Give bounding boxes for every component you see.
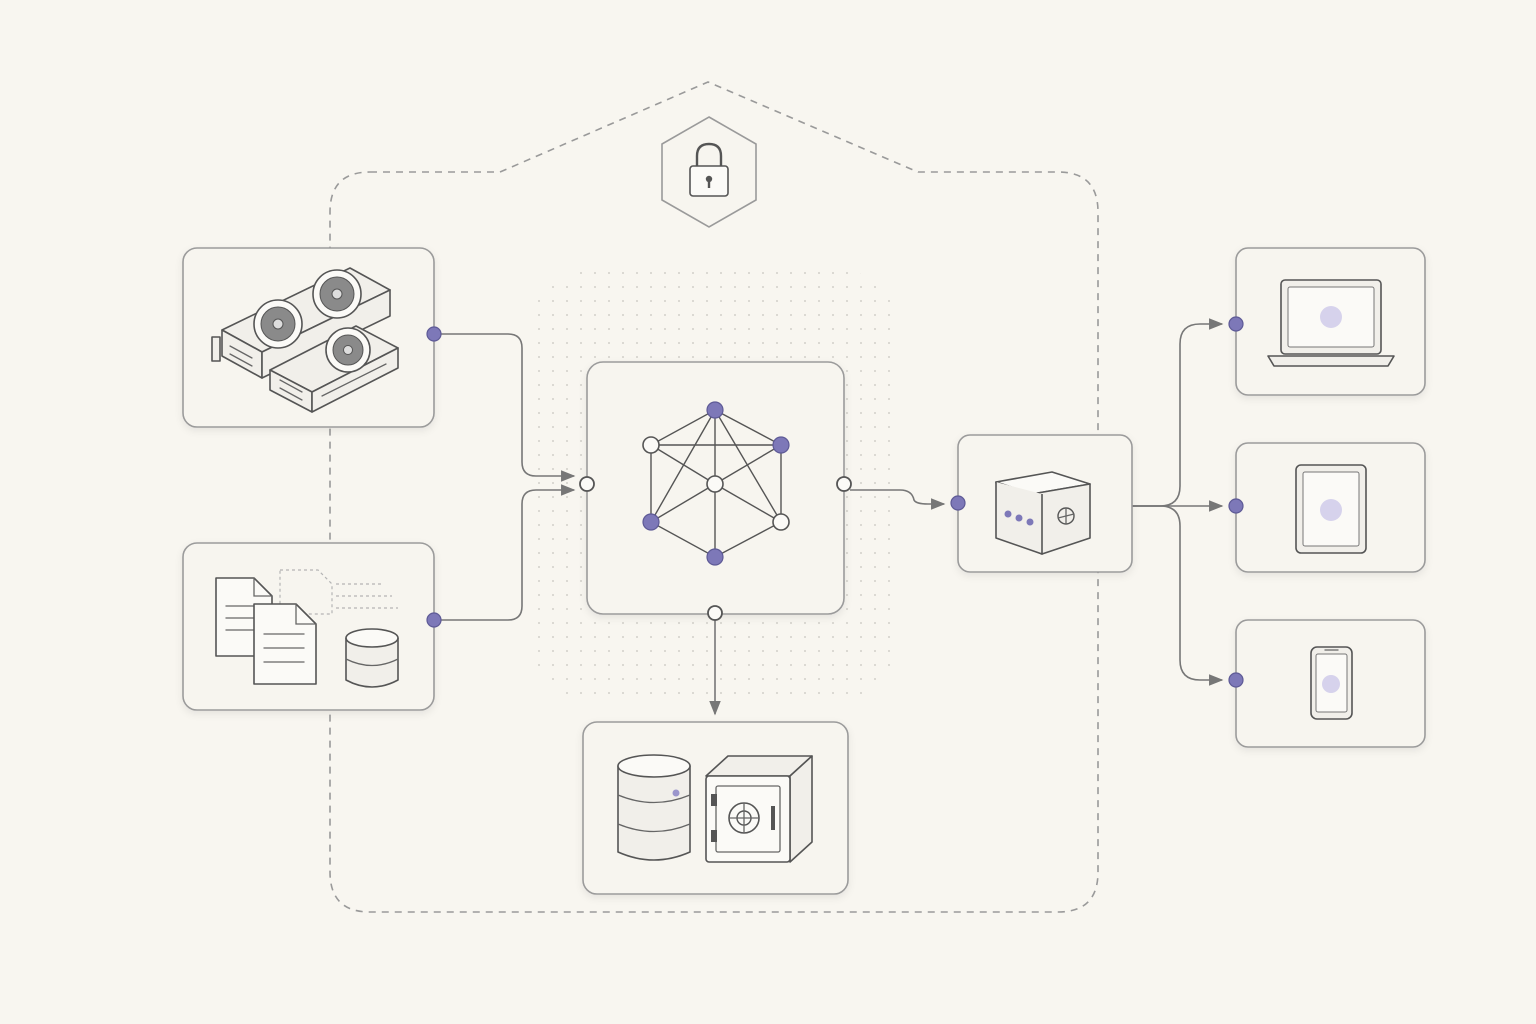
edge-model-gateway <box>850 489 946 510</box>
laptop-icon <box>1267 279 1395 367</box>
port-laptop-in <box>1228 316 1244 332</box>
server-box-icon <box>995 471 1091 555</box>
tablet-icon <box>1295 464 1367 554</box>
port-gpus-out <box>426 326 442 342</box>
lock-icon <box>689 142 729 197</box>
security-badge <box>661 116 757 228</box>
documents-database-icon <box>215 569 399 688</box>
node-model[interactable] <box>586 361 845 615</box>
security-boundary <box>329 81 1099 913</box>
node-data-sources[interactable] <box>182 542 435 711</box>
edge-data-model <box>434 484 576 621</box>
port-model-in <box>579 476 595 492</box>
gpu-cards-icon <box>211 267 399 413</box>
port-gateway-in <box>950 495 966 511</box>
port-phone-in <box>1228 672 1244 688</box>
port-model-down <box>707 605 723 621</box>
phone-icon <box>1310 646 1353 720</box>
ports <box>426 316 1244 688</box>
node-storage[interactable] <box>582 721 849 895</box>
edge-gpus-model <box>434 333 576 482</box>
port-tablet-in <box>1228 498 1244 514</box>
node-gpus[interactable] <box>182 247 435 428</box>
edge-gateway-phone <box>1132 505 1224 686</box>
neural-network-icon <box>642 401 790 566</box>
connectors <box>434 318 1224 716</box>
port-model-out <box>836 476 852 492</box>
node-gateway[interactable] <box>957 434 1133 573</box>
edge-gateway-laptop <box>1132 318 1224 507</box>
node-laptop[interactable] <box>1235 247 1426 396</box>
node-tablet[interactable] <box>1235 442 1426 573</box>
port-data-out <box>426 612 442 628</box>
node-phone[interactable] <box>1235 619 1426 748</box>
database-vault-icon <box>617 754 813 863</box>
